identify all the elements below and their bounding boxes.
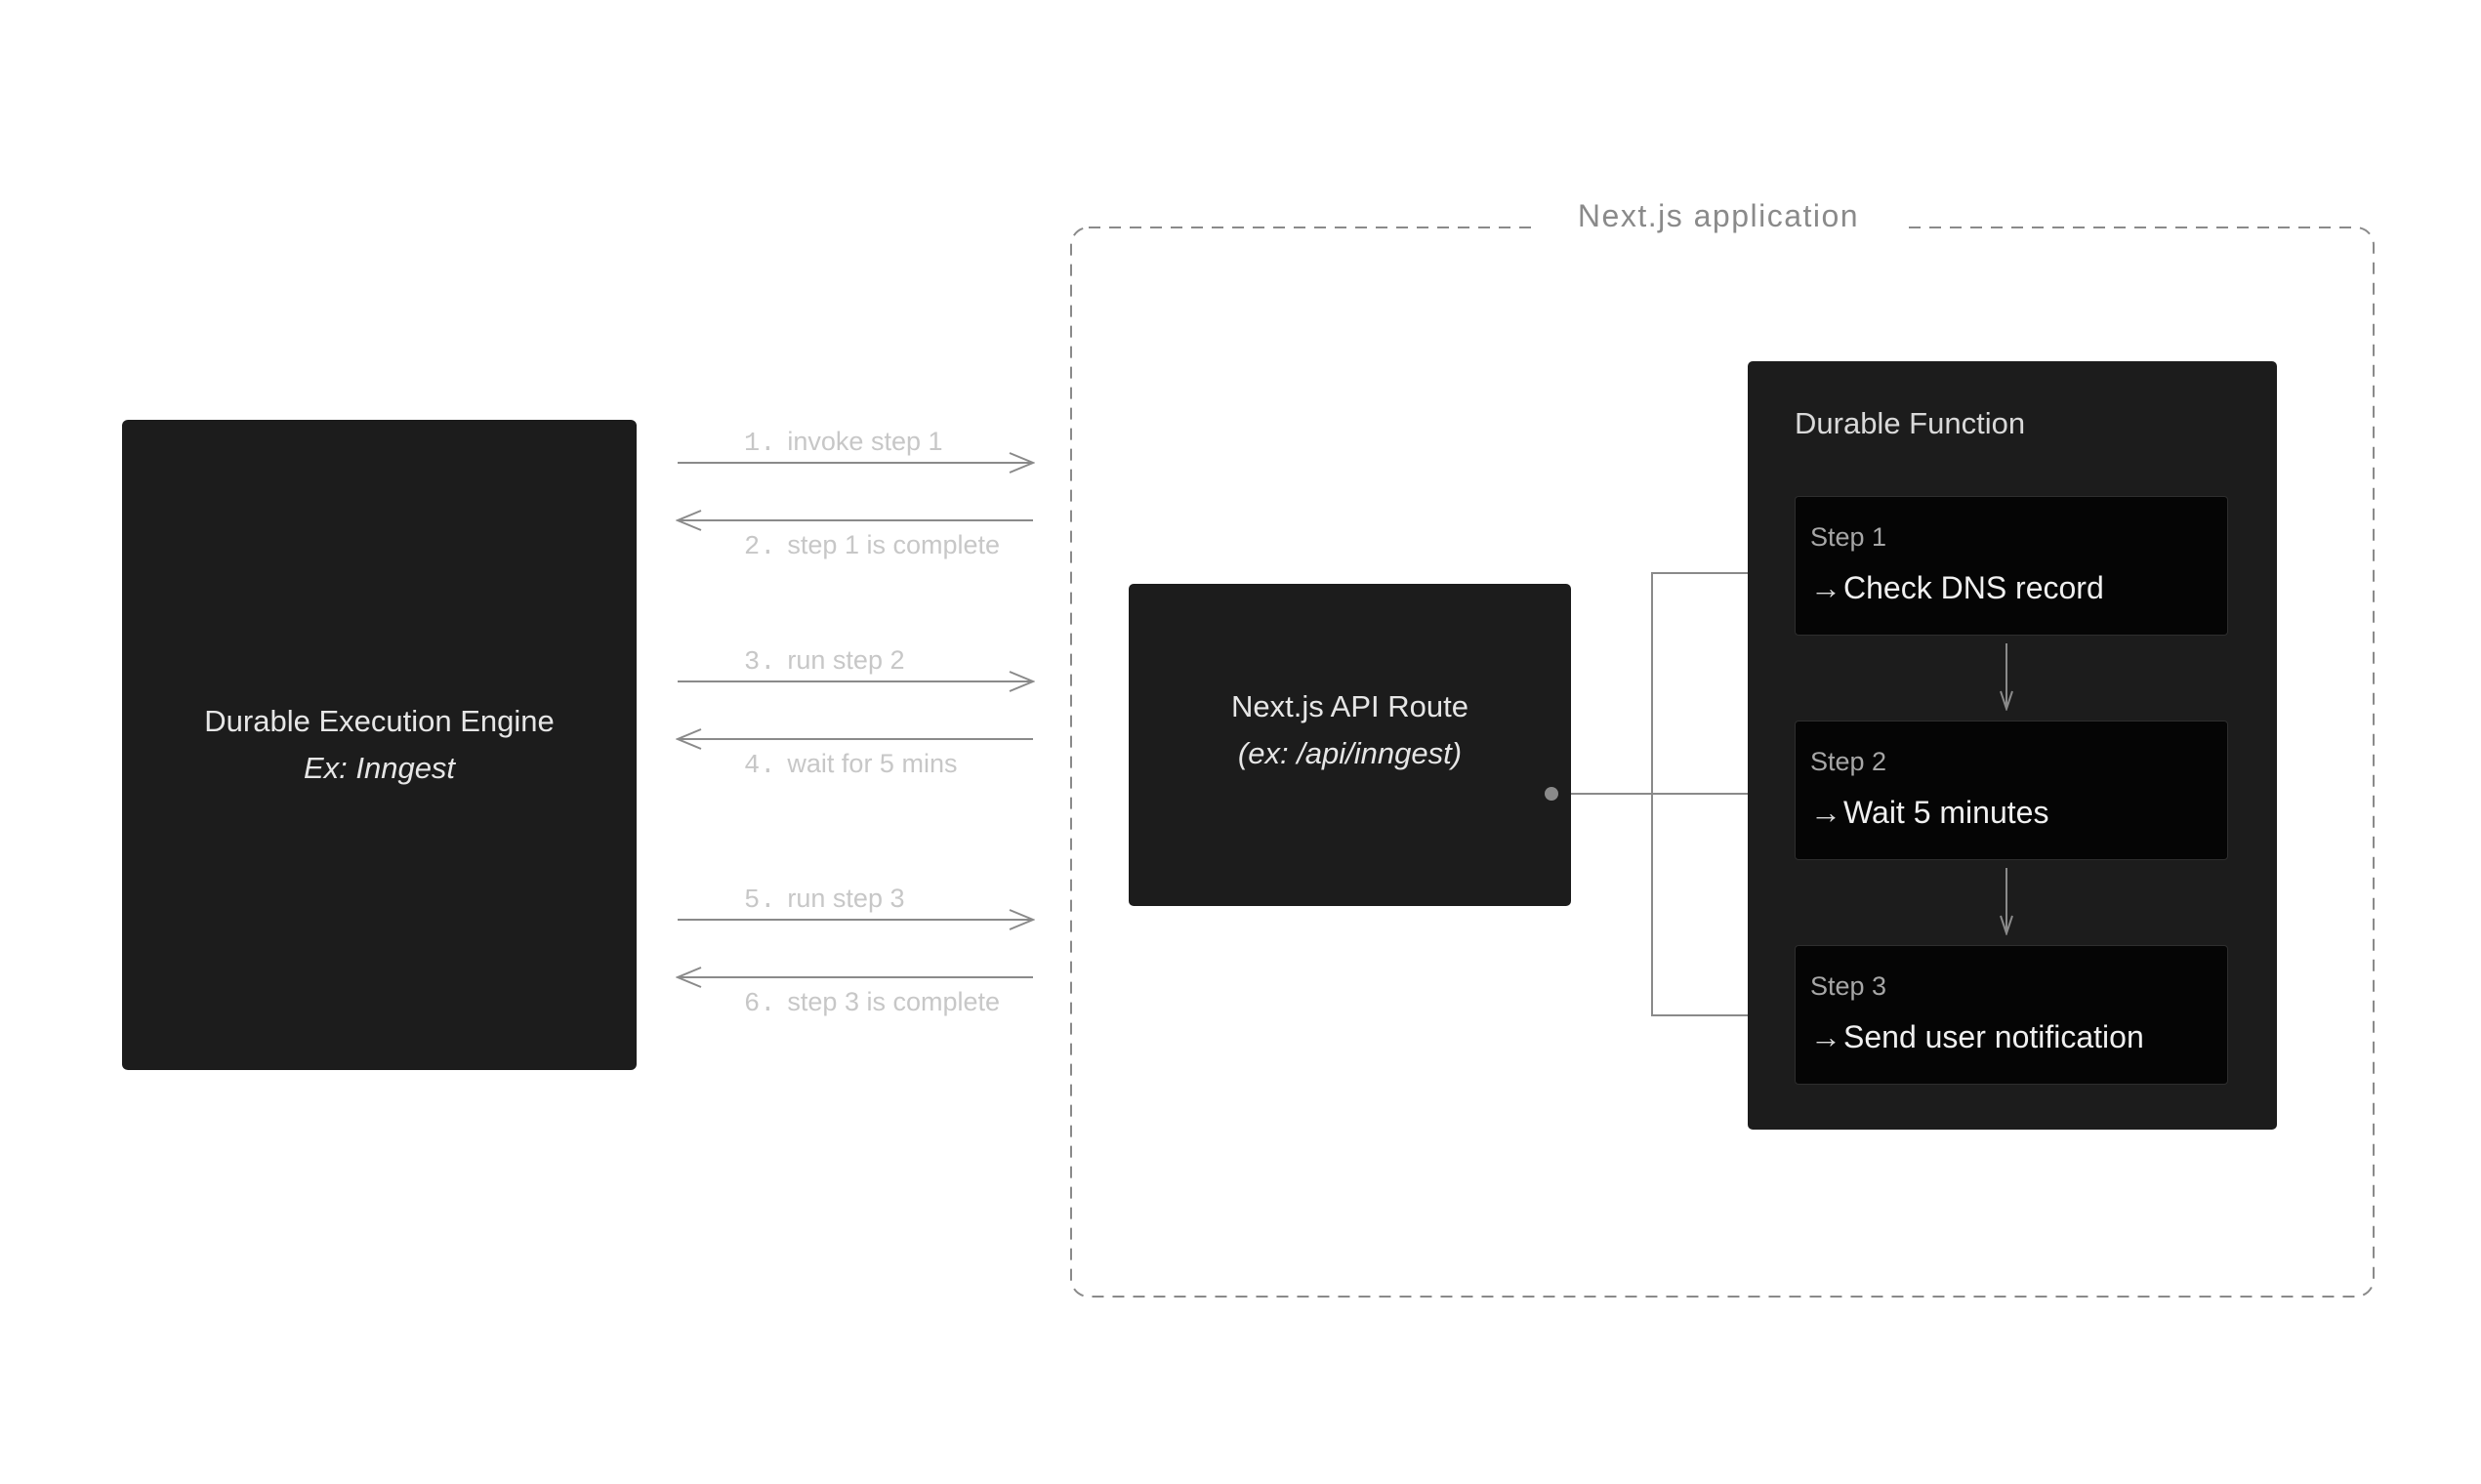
message-text: step 1 is complete <box>787 530 1001 559</box>
step-number: Step 1 <box>1810 522 1887 552</box>
message-label: 1. invoke step 1 <box>744 427 943 459</box>
message-label: 4. wait for 5 mins <box>744 749 957 781</box>
step-action-text: Wait 5 minutes <box>1843 795 2049 830</box>
message-label: 2. step 1 is complete <box>744 530 1000 562</box>
step-action: →Send user notification <box>1810 1019 2144 1055</box>
message-number: 1. <box>744 430 776 459</box>
durable-function-title: Durable Function <box>1795 406 2026 440</box>
route-subtitle: (ex: /api/inngest) <box>1237 736 1463 770</box>
message-number: 5. <box>744 886 776 916</box>
step-number: Step 3 <box>1810 971 1887 1001</box>
step-action-text: Send user notification <box>1843 1019 2144 1054</box>
arrow-right-icon: → <box>1810 1019 1841 1054</box>
step-action-text: Check DNS record <box>1843 570 2104 605</box>
message-text: step 3 is complete <box>787 987 1001 1016</box>
step-action: →Check DNS record <box>1810 570 2104 606</box>
durable-execution-engine-box: Durable Execution Engine Ex: Inngest <box>122 420 637 1070</box>
step-card: Step 3 →Send user notification <box>1795 945 2228 1085</box>
route-title: Next.js API Route <box>1231 689 1468 723</box>
arrow-right-icon: → <box>1810 570 1841 605</box>
message-number: 6. <box>744 990 776 1019</box>
engine-title: Durable Execution Engine <box>204 704 555 738</box>
nextjs-application-container <box>1070 227 2375 1298</box>
message-label: 5. run step 3 <box>744 884 904 916</box>
message-text: invoke step 1 <box>787 427 943 456</box>
message-text: run step 3 <box>787 884 905 913</box>
message-number: 2. <box>744 533 776 562</box>
durable-function-box: Durable Function Step 1 →Check DNS recor… <box>1748 361 2277 1130</box>
message-label: 3. run step 2 <box>744 645 904 678</box>
nextjs-api-route-box: Next.js API Route (ex: /api/inngest) <box>1129 584 1571 906</box>
step-action: →Wait 5 minutes <box>1810 795 2048 831</box>
message-number: 4. <box>744 752 776 781</box>
engine-subtitle: Ex: Inngest <box>303 751 456 785</box>
message-label: 6. step 3 is complete <box>744 987 1000 1019</box>
step-number: Step 2 <box>1810 747 1887 776</box>
message-text: run step 2 <box>787 645 905 675</box>
message-text: wait for 5 mins <box>787 749 958 778</box>
nextjs-application-label: Next.js application <box>1533 191 1904 240</box>
route-bracket-line <box>1651 572 1795 1016</box>
message-number: 3. <box>744 648 776 678</box>
step-card: Step 2 →Wait 5 minutes <box>1795 721 2228 860</box>
arrow-right-icon: → <box>1810 795 1841 830</box>
step-card: Step 1 →Check DNS record <box>1795 496 2228 636</box>
